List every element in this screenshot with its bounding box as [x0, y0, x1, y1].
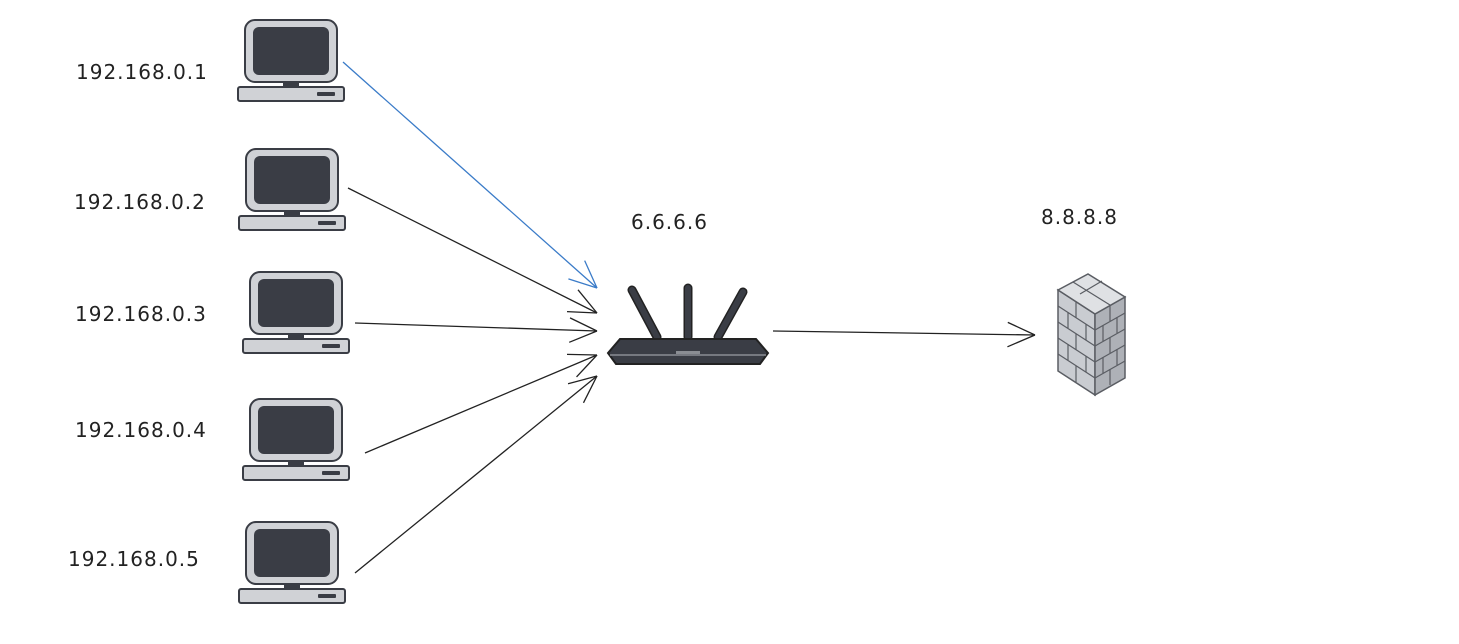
- firewall-ip-label: 8.8.8.8: [1041, 205, 1118, 229]
- link-host-3-to-router: [354, 317, 598, 343]
- link-host-1-to-router: [342, 61, 598, 289]
- router-ip-label: 6.6.6.6: [631, 210, 708, 234]
- host-1-ip-label: 192.168.0.1: [76, 60, 208, 84]
- computer-icon: [242, 271, 350, 354]
- link-host-5-to-router: [354, 375, 598, 574]
- computer-icon: [238, 148, 346, 231]
- firewall-icon: [1056, 273, 1127, 397]
- link-host-2-to-router: [347, 187, 598, 314]
- host-4-ip-label: 192.168.0.4: [75, 418, 207, 442]
- link-host-4-to-router: [364, 353, 598, 454]
- router-icon: [606, 283, 770, 365]
- computer-icon: [242, 398, 350, 481]
- links: [342, 61, 1036, 574]
- link-router-to-firewall: [772, 321, 1036, 348]
- host-3-ip-label: 192.168.0.3: [75, 302, 207, 326]
- host-2-ip-label: 192.168.0.2: [74, 190, 206, 214]
- host-5-ip-label: 192.168.0.5: [68, 547, 200, 571]
- computer-icon: [238, 521, 346, 604]
- computer-icon: [237, 19, 345, 102]
